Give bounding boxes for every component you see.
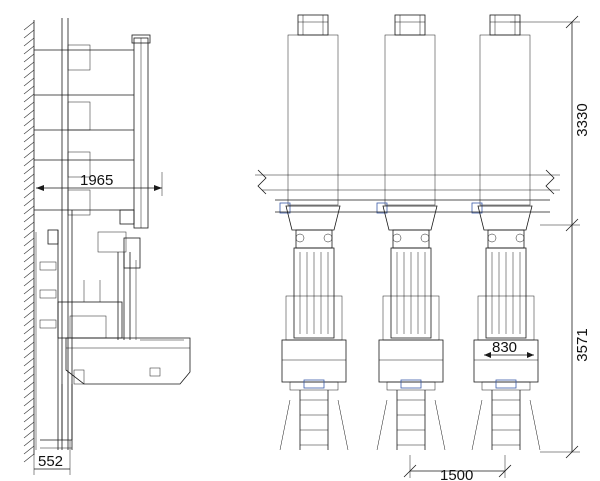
hatch-line — [23, 389, 35, 399]
dimension-side-height: 1965 — [36, 172, 163, 196]
hatch-line — [23, 61, 35, 71]
upper-beam — [255, 169, 560, 213]
wall — [23, 20, 35, 463]
machine-unit — [376, 14, 446, 451]
machine-unit — [279, 14, 349, 451]
hatch-line — [23, 29, 35, 39]
dim-1965-label: 1965 — [80, 172, 113, 189]
hatch-line — [23, 53, 35, 63]
hatch-line — [23, 365, 35, 375]
dim-3330-label: 3330 — [574, 103, 591, 136]
dimension-bottom-spacing: 1500 — [403, 455, 512, 481]
dim-830-label: 830 — [492, 339, 517, 356]
hatch-line — [23, 117, 35, 127]
machine-head — [295, 229, 333, 249]
hatch-line — [23, 245, 35, 255]
hatch-line — [23, 149, 35, 159]
cabinet-box — [67, 101, 91, 131]
hatch-line — [23, 101, 35, 111]
marker — [471, 202, 483, 214]
cabinet-box — [67, 189, 91, 216]
hatch-line — [23, 45, 35, 55]
hatch-line — [23, 397, 35, 407]
dim-3571-label: 3571 — [574, 328, 591, 361]
column-top-cap — [394, 14, 426, 36]
cabinet-box — [67, 44, 91, 71]
hatch-line — [23, 77, 35, 87]
front-view — [279, 14, 541, 451]
hatch-line — [23, 85, 35, 95]
marker — [376, 202, 388, 214]
hatch-line — [23, 173, 35, 183]
hatch-line — [23, 21, 35, 31]
hatch-line — [23, 413, 35, 423]
hatch-line — [23, 317, 35, 327]
hatch-line — [23, 69, 35, 79]
side-view: 1965 — [23, 18, 191, 475]
hatch-line — [23, 341, 35, 351]
hatch-line — [23, 405, 35, 415]
hopper — [477, 205, 533, 231]
body-frame — [390, 247, 432, 339]
hatch-line — [23, 309, 35, 319]
hatch-line — [23, 357, 35, 367]
hatch-line — [23, 237, 35, 247]
upper-column — [287, 34, 339, 206]
upper-column — [479, 34, 531, 206]
dimension-unit-width: 830 — [484, 339, 534, 358]
hatch-line — [23, 333, 35, 343]
hatch-line — [23, 141, 35, 151]
hatch-line — [23, 181, 35, 191]
hatch-line — [23, 165, 35, 175]
body-frame — [485, 247, 527, 339]
machine-head — [392, 229, 430, 249]
hatch-line — [23, 229, 35, 239]
body-frame — [293, 247, 335, 339]
dim-552-label: 552 — [38, 453, 63, 470]
hatch-line — [23, 277, 35, 287]
hatch-line — [23, 293, 35, 303]
hatch-line — [23, 269, 35, 279]
hopper — [285, 205, 341, 231]
base — [281, 339, 347, 383]
hatch-line — [23, 261, 35, 271]
hatch-line — [23, 429, 35, 439]
cabinet-box — [67, 151, 91, 178]
hatch-line — [23, 213, 35, 223]
hatch-line — [23, 189, 35, 199]
hatch-line — [23, 285, 35, 295]
hatch-line — [23, 349, 35, 359]
hatch-line — [23, 325, 35, 335]
hatch-line — [23, 93, 35, 103]
hopper — [382, 205, 438, 231]
hatch-line — [23, 445, 35, 455]
dimension-vertical-right: 3330 3571 — [510, 15, 591, 459]
hatch-line — [23, 205, 35, 215]
hatch-line — [23, 221, 35, 231]
hatch-line — [23, 421, 35, 431]
hatch-line — [23, 157, 35, 167]
hatch-line — [23, 253, 35, 263]
hatch-line — [23, 301, 35, 311]
marker — [279, 202, 291, 214]
hatch-line — [23, 125, 35, 135]
column-top-cap — [489, 14, 521, 36]
base — [378, 339, 444, 383]
dimension-side-bottom: 552 — [33, 440, 71, 475]
hatch-line — [23, 109, 35, 119]
upper-column — [384, 34, 436, 206]
hatch-line — [23, 381, 35, 391]
machine-head — [487, 229, 525, 249]
hatch-line — [23, 197, 35, 207]
hatch-line — [23, 373, 35, 383]
hatch-line — [23, 453, 35, 463]
lower-machine — [35, 229, 191, 450]
hatch-line — [23, 133, 35, 143]
dim-1500-label: 1500 — [440, 467, 473, 481]
hatch-line — [23, 437, 35, 447]
hatch-line — [23, 37, 35, 47]
column-top-cap — [297, 14, 329, 36]
machine-unit — [471, 14, 541, 451]
